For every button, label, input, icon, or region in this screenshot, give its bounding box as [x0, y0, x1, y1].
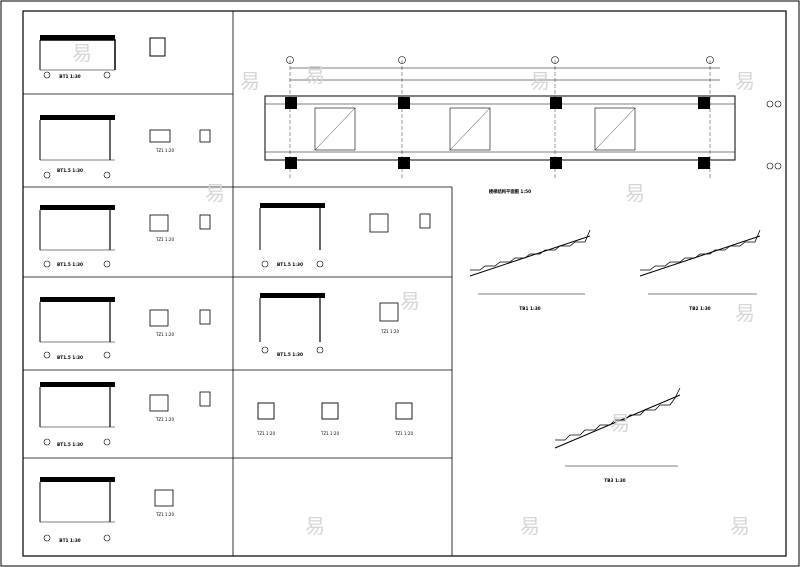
beam-caption: BT1 1:30: [59, 538, 80, 544]
watermark: 易: [735, 301, 755, 325]
beam-caption: BT1.5 1:30: [277, 352, 303, 358]
watermark: 易: [520, 514, 540, 538]
mid-beam-detail-1: BT1.5 1:30: [259, 203, 431, 268]
watermark: 易: [625, 181, 645, 205]
watermark: 易: [730, 514, 750, 538]
beam-section-row-1: BT1 1:30: [39, 35, 166, 80]
watermark: 易: [735, 69, 755, 93]
small-caption: TZ1 1:20: [155, 512, 174, 517]
small-caption: TZ1 1:20: [256, 431, 275, 436]
small-caption: TZ1 1:20: [320, 431, 339, 436]
beam-caption: BT1.5 1:30: [57, 168, 83, 174]
watermark: 易: [530, 69, 550, 93]
watermark: 易: [305, 514, 325, 538]
small-caption: TZ1 1:20: [155, 417, 174, 422]
stair-caption: TB1 1:30: [519, 306, 540, 312]
stair-section-3: TB3 1:30: [554, 387, 681, 484]
stair-section-1: TB1 1:30: [469, 229, 591, 312]
beam-section-row-3: BT1.5 1:30 TZ1 1:20: [39, 205, 211, 268]
stair-plan: 楼梯结构平面图 1:50: [264, 56, 782, 195]
beam-section-row-6: BT1 1:30 TZ1 1:20: [39, 477, 174, 544]
beam-caption: BT1.5 1:30: [277, 262, 303, 268]
beam-caption: BT1.5 1:30: [57, 355, 83, 361]
mid-beam-detail-2: BT1.5 1:30 TZ1 1:20: [259, 293, 399, 358]
watermark-layer: 易 易 易 易 易 易 易 易 易 易 易 易 易: [72, 41, 755, 538]
small-caption: TZ1 1:20: [155, 237, 174, 242]
watermark: 易: [400, 289, 420, 313]
beam-caption: BT1 1:30: [59, 74, 80, 80]
plan-caption: 楼梯结构平面图 1:50: [489, 188, 531, 195]
beam-caption: BT1.5 1:30: [57, 262, 83, 268]
watermark: 易: [72, 41, 92, 65]
stair-section-2: TB2 1:30: [639, 229, 761, 312]
watermark: 易: [205, 181, 225, 205]
small-caption: TZ1 1:20: [380, 329, 399, 334]
watermark: 易: [305, 63, 325, 87]
beam-section-row-2: BT1.5 1:30 TZ1 1:20: [39, 115, 211, 179]
watermark: 易: [610, 411, 630, 435]
small-caption: TZ1 1:20: [394, 431, 413, 436]
mid-row-5-details: TZ1 1:20 TZ1 1:20 TZ1 1:20: [256, 402, 413, 436]
left-panel-grid: [23, 11, 453, 556]
sheet-inner-border: [22, 10, 787, 557]
watermark: 易: [240, 69, 260, 93]
beam-section-row-4: BT1.5 1:30 TZ1 1:20: [39, 297, 211, 361]
stair-caption: TB2 1:30: [689, 306, 710, 312]
small-caption: TZ1 1:20: [155, 148, 174, 153]
beam-section-row-5: BT1.5 1:30 TZ1 1:20: [39, 382, 211, 448]
beam-caption: BT1.5 1:30: [57, 442, 83, 448]
stair-caption: TB3 1:30: [604, 478, 625, 484]
small-caption: TZ1 1:20: [155, 332, 174, 337]
